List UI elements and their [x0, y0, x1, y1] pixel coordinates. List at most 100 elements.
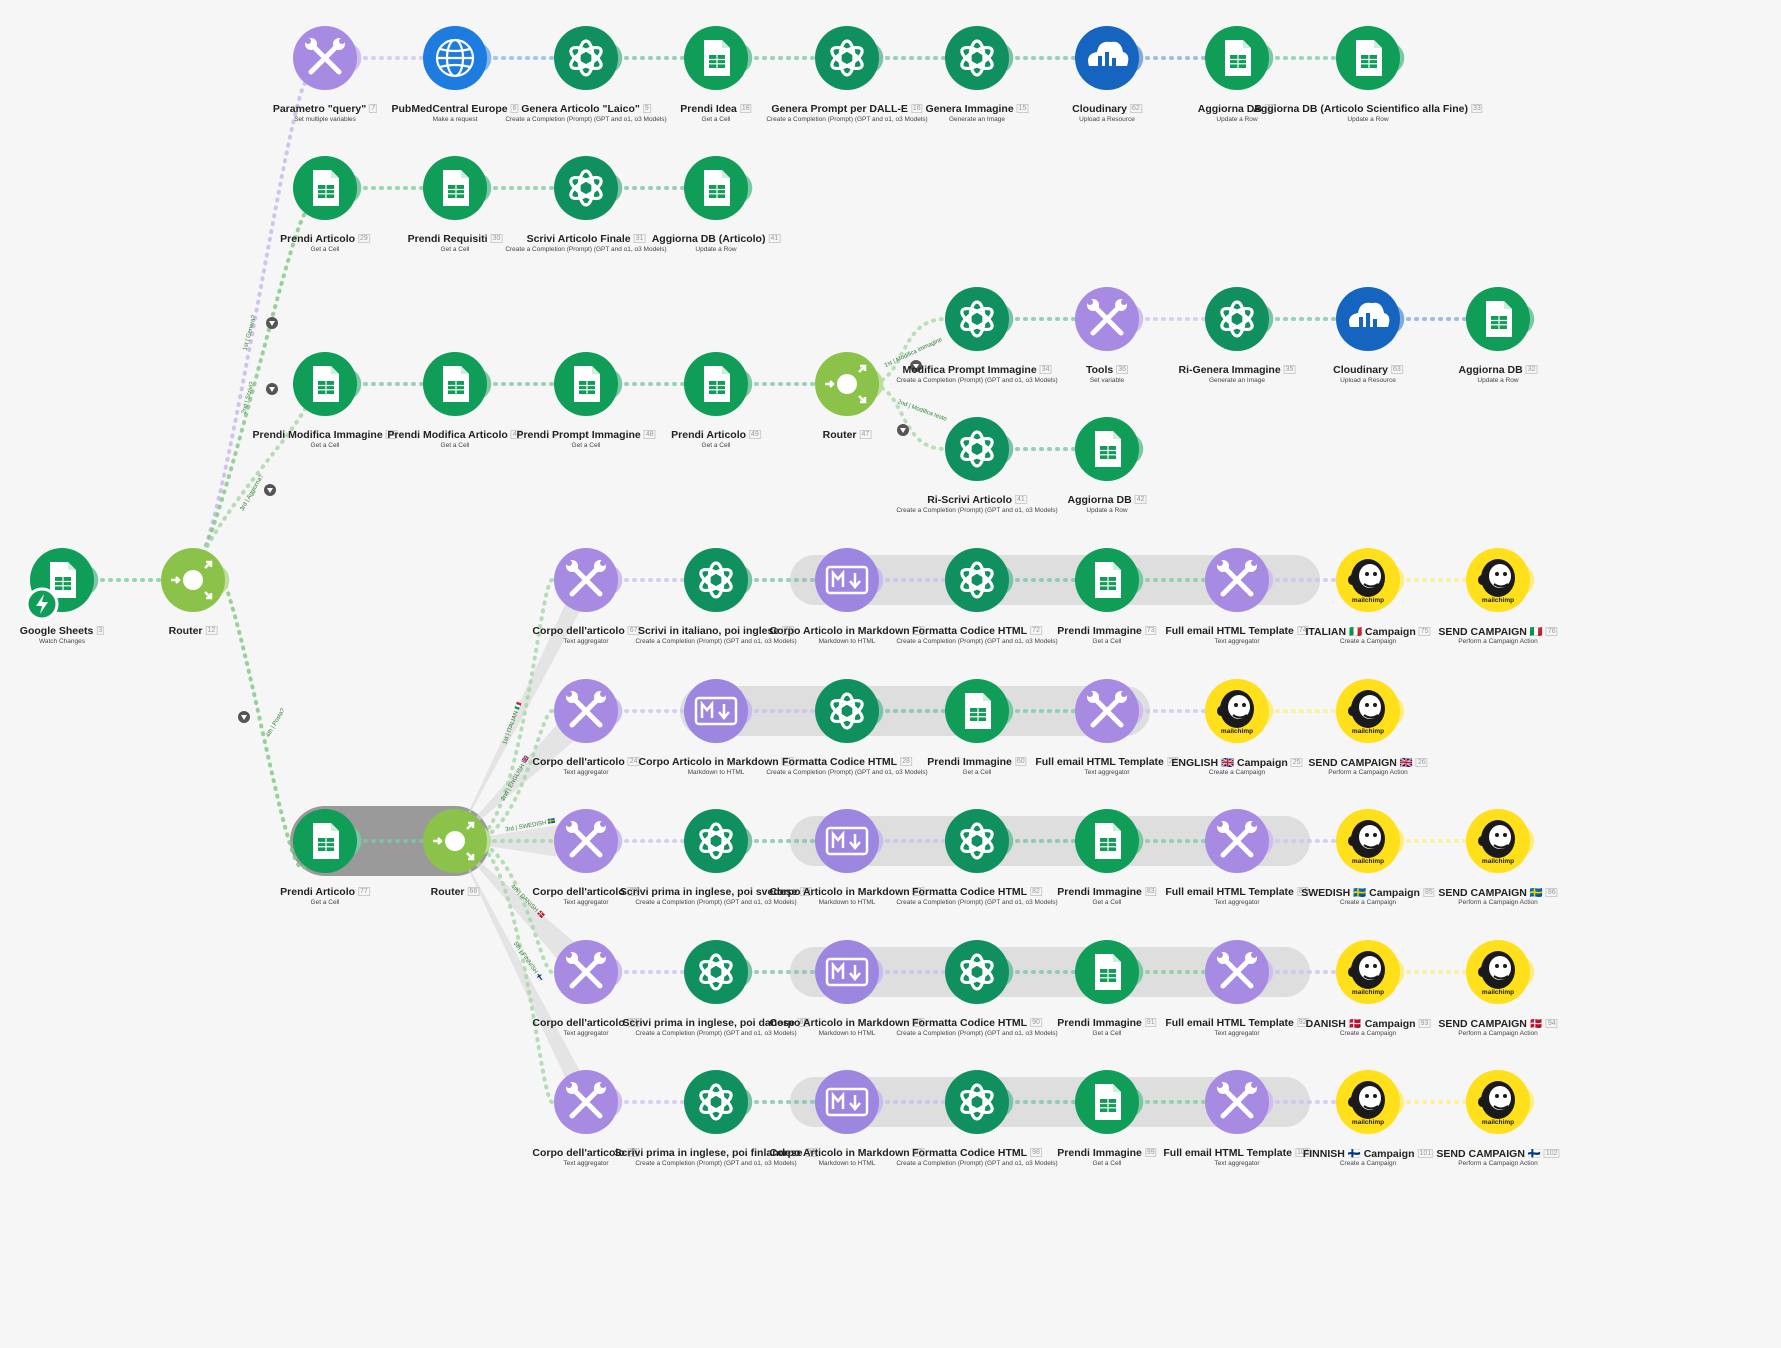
module-m86[interactable]: mailchimp	[1466, 809, 1535, 873]
module-circle[interactable]	[945, 548, 1009, 612]
module-m63[interactable]	[1336, 287, 1405, 351]
module-circle[interactable]	[815, 940, 879, 1004]
module-circle[interactable]	[945, 26, 1009, 90]
module-m84[interactable]	[1205, 809, 1274, 873]
module-m80[interactable]	[684, 809, 753, 873]
module-m21[interactable]	[684, 679, 753, 743]
module-m77[interactable]	[293, 809, 362, 873]
module-m60[interactable]	[945, 679, 1014, 743]
module-m91[interactable]	[1075, 940, 1144, 1004]
module-m87[interactable]	[554, 940, 623, 1004]
connection-link[interactable]	[198, 407, 307, 562]
connection-link[interactable]	[468, 839, 554, 1104]
module-circle[interactable]	[684, 940, 748, 1004]
module-m70[interactable]	[684, 548, 753, 612]
module-m97[interactable]	[815, 1070, 884, 1134]
module-circle[interactable]	[684, 1070, 748, 1134]
module-m74[interactable]	[1205, 548, 1274, 612]
module-circle[interactable]	[684, 809, 748, 873]
module-m62[interactable]	[1075, 26, 1144, 90]
module-m81[interactable]	[815, 809, 884, 873]
module-m82[interactable]	[945, 809, 1014, 873]
module-m92[interactable]	[1205, 940, 1274, 1004]
module-m76[interactable]: mailchimp	[1466, 548, 1535, 612]
module-m36[interactable]	[1075, 287, 1144, 351]
module-m27[interactable]	[1075, 679, 1144, 743]
module-circle[interactable]	[815, 679, 879, 743]
module-circle[interactable]	[684, 548, 748, 612]
module-circle[interactable]	[945, 809, 1009, 873]
module-m26[interactable]: mailchimp	[1336, 679, 1405, 743]
module-circle[interactable]	[1205, 287, 1269, 351]
connection-link[interactable]	[198, 211, 307, 562]
module-m75[interactable]: mailchimp	[1336, 548, 1405, 612]
module-m96[interactable]	[684, 1070, 753, 1134]
module-m41[interactable]	[684, 156, 753, 220]
module-circle[interactable]	[945, 287, 1009, 351]
module-m93[interactable]: mailchimp	[1336, 940, 1405, 1004]
module-m98[interactable]	[945, 1070, 1014, 1134]
module-m33[interactable]	[1336, 26, 1405, 90]
module-m73[interactable]	[1075, 548, 1144, 612]
module-m46[interactable]	[293, 352, 362, 416]
module-m95[interactable]	[554, 1070, 623, 1134]
module-m48[interactable]	[554, 352, 623, 416]
filter-icon[interactable]	[238, 711, 250, 723]
module-circle[interactable]	[815, 548, 879, 612]
module-circle[interactable]	[945, 1070, 1009, 1134]
module-m11[interactable]	[1205, 26, 1274, 90]
module-m67[interactable]	[554, 548, 623, 612]
module-m99[interactable]	[1075, 1070, 1144, 1134]
connection-link[interactable]	[198, 81, 307, 562]
module-circle[interactable]	[815, 26, 879, 90]
module-circle[interactable]	[684, 679, 748, 743]
module-m32[interactable]	[1466, 287, 1535, 351]
filter-icon[interactable]	[266, 383, 278, 395]
module-m102[interactable]: mailchimp	[1466, 1070, 1535, 1134]
module-m16[interactable]	[815, 26, 884, 90]
module-circle[interactable]	[554, 156, 618, 220]
module-m47[interactable]	[815, 352, 884, 416]
module-m49[interactable]	[684, 352, 753, 416]
module-m18[interactable]	[684, 26, 753, 90]
module-m35[interactable]	[1205, 287, 1274, 351]
module-m31[interactable]	[554, 156, 623, 220]
module-m30[interactable]	[423, 156, 492, 220]
module-m100[interactable]	[1205, 1070, 1274, 1134]
module-circle[interactable]	[945, 417, 1009, 481]
module-m7[interactable]	[293, 26, 362, 90]
module-m72[interactable]	[945, 548, 1014, 612]
filter-icon[interactable]	[264, 484, 276, 496]
module-m28[interactable]	[815, 679, 884, 743]
module-m71[interactable]	[815, 548, 884, 612]
module-m88[interactable]	[684, 940, 753, 1004]
sheets-icon	[1094, 561, 1122, 599]
module-m42[interactable]	[1075, 417, 1144, 481]
module-m94[interactable]: mailchimp	[1466, 940, 1535, 1004]
module-circle[interactable]	[945, 940, 1009, 1004]
module-m90[interactable]	[945, 940, 1014, 1004]
connection-link[interactable]	[468, 578, 554, 843]
module-m79[interactable]	[554, 809, 623, 873]
module-m29[interactable]	[293, 156, 362, 220]
module-m85[interactable]: mailchimp	[1336, 809, 1405, 873]
filter-icon[interactable]	[897, 424, 909, 436]
module-m12[interactable]	[161, 548, 230, 612]
filter-icon[interactable]	[266, 317, 278, 329]
module-circle[interactable]	[815, 809, 879, 873]
module-m43[interactable]	[423, 352, 492, 416]
module-m6[interactable]	[423, 26, 492, 90]
filter-icon[interactable]	[910, 360, 922, 372]
module-m25[interactable]: mailchimp	[1205, 679, 1274, 743]
module-m34[interactable]	[945, 287, 1014, 351]
module-m9[interactable]	[554, 26, 623, 90]
module-m66[interactable]	[423, 809, 492, 873]
module-circle[interactable]	[815, 1070, 879, 1134]
module-m24[interactable]	[554, 679, 623, 743]
module-m101[interactable]: mailchimp	[1336, 1070, 1405, 1134]
module-m15[interactable]	[945, 26, 1014, 90]
module-m83[interactable]	[1075, 809, 1144, 873]
module-circle[interactable]	[554, 26, 618, 90]
module-m41b[interactable]	[945, 417, 1014, 481]
module-m89[interactable]	[815, 940, 884, 1004]
